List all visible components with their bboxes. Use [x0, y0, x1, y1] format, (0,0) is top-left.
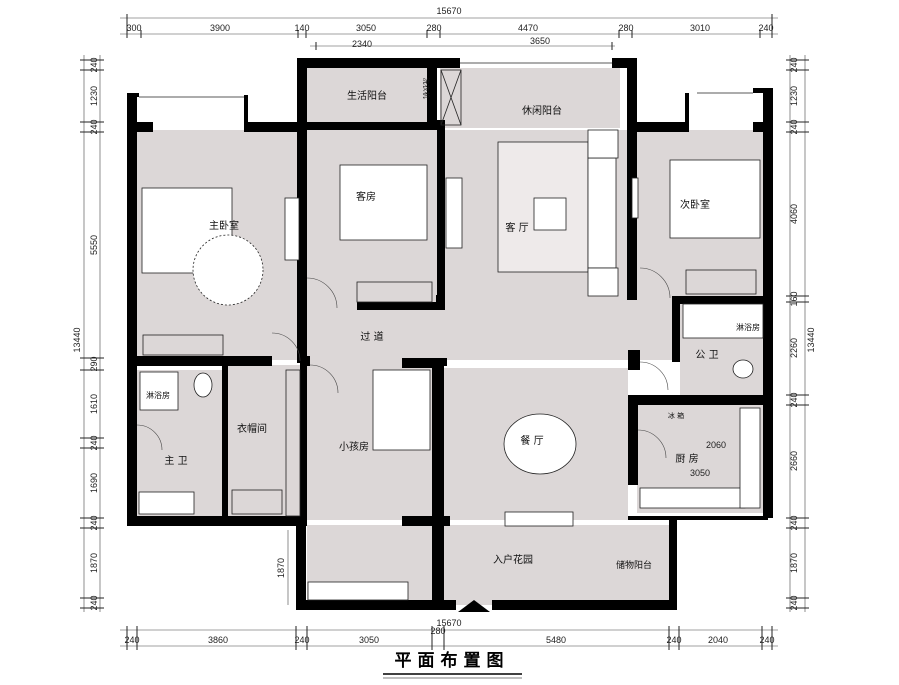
second-bed — [669, 159, 761, 239]
label-service-balcony: 生活阳台 — [347, 89, 387, 102]
dim-left-9: 240 — [89, 515, 99, 530]
dim-bottom-1: 240 — [124, 635, 139, 645]
label-storage-balcony: 储物阳台 — [616, 559, 652, 571]
dim-left-4: 5550 — [89, 235, 99, 255]
label-living-room: 客 厅 — [505, 221, 528, 234]
dim-kitchen-1: 2060 — [706, 440, 726, 450]
label-kids-room: 小孩房 — [339, 440, 369, 453]
dim-left-11: 240 — [89, 595, 99, 610]
dim-top-1: 300 — [126, 23, 141, 33]
windows-and-detail — [138, 62, 764, 601]
dim-bottom-total: 15670 — [436, 618, 461, 628]
dining-table — [503, 413, 577, 475]
dim-right-2: 1230 — [789, 86, 799, 106]
dim-top-4: 3050 — [356, 23, 376, 33]
label-shower-public: 淋浴房 — [736, 322, 760, 332]
dim-right-3: 240 — [789, 119, 799, 134]
label-entry-garden: 入户花园 — [493, 553, 533, 566]
door-swings — [136, 267, 671, 459]
dim-left-10: 1870 — [89, 553, 99, 573]
label-fridge: 冰 箱 — [668, 411, 684, 420]
dims-left: 13440 240 1230 240 5550 290 1610 240 169… — [72, 57, 286, 610]
dim-bottom-2: 3860 — [208, 635, 228, 645]
dim-top-5: 280 — [426, 23, 441, 33]
dim-right-9: 240 — [789, 515, 799, 530]
dim-top-6: 4470 — [518, 23, 538, 33]
dim-bottom-7: 240 — [666, 635, 681, 645]
dim-top-inner-2: 3650 — [530, 36, 550, 46]
dimension-lines — [83, 17, 806, 647]
dim-top-inner-1: 2340 — [352, 39, 372, 49]
dim-left-7: 240 — [89, 435, 99, 450]
sofa — [587, 157, 617, 269]
dim-left-1: 240 — [89, 57, 99, 72]
room-labels: 生活阳台 休闲阳台 主卧室 客房 客 厅 次卧室 过 道 淋浴房 主 卫 衣帽间… — [146, 78, 760, 572]
label-master-bedroom: 主卧室 — [209, 219, 239, 232]
dimension-ticks — [80, 14, 809, 650]
dim-left-total: 13440 — [72, 327, 82, 352]
label-kitchen: 厨 房 — [675, 452, 698, 465]
dim-bottom-6: 5480 — [546, 635, 566, 645]
dim-right-7: 240 — [789, 392, 799, 407]
dim-bottom-8: 2040 — [708, 635, 728, 645]
dim-left-8: 1690 — [89, 473, 99, 493]
dims-right: 13440 240 1230 240 4060 160 2260 240 266… — [789, 57, 816, 610]
label-master-bath: 主 卫 — [164, 455, 187, 467]
label-shower-master: 淋浴房 — [146, 390, 170, 400]
dim-left-3: 240 — [89, 119, 99, 134]
dim-top-7: 280 — [618, 23, 633, 33]
dim-top-8: 3010 — [690, 23, 710, 33]
label-second-bedroom: 次卧室 — [680, 198, 710, 211]
dims-bottom: 240 3860 240 3050 280 5480 240 2040 240 — [124, 626, 774, 645]
dim-bottom-4: 3050 — [359, 635, 379, 645]
dim-top-total: 15670 — [436, 6, 461, 16]
dim-right-1: 240 — [789, 57, 799, 72]
dim-top-2: 3900 — [210, 23, 230, 33]
dim-right-10: 1870 — [789, 553, 799, 573]
label-leisure-balcony: 休闲阳台 — [522, 104, 562, 117]
label-guest-room: 客房 — [356, 190, 376, 203]
dim-top-9: 240 — [758, 23, 773, 33]
guest-bed — [339, 164, 428, 241]
dim-right-6: 2260 — [789, 338, 799, 358]
dim-bottom-3: 240 — [294, 635, 309, 645]
label-dining-room: 餐 厅 — [520, 434, 543, 447]
dim-left-2: 1230 — [89, 86, 99, 106]
dim-kitchen-2: 3050 — [690, 468, 710, 478]
label-corridor: 过 道 — [360, 330, 383, 343]
label-washer: 洗衣机 — [422, 78, 431, 99]
label-cloakroom: 衣帽间 — [237, 422, 267, 435]
dim-right-5: 160 — [789, 291, 799, 306]
kids-bed — [372, 369, 431, 451]
drawing-title: 平面布置图 — [395, 650, 510, 671]
dim-inner-left: 1870 — [276, 558, 286, 578]
dim-bottom-9: 240 — [759, 635, 774, 645]
dim-left-5: 290 — [89, 356, 99, 371]
dim-right-4: 4060 — [789, 204, 799, 224]
dims-top: 300 3900 140 3050 280 4470 280 3010 240 … — [126, 23, 773, 49]
dim-right-total: 13440 — [806, 327, 816, 352]
dim-top-3: 140 — [294, 23, 309, 33]
entry-arrow-icon — [458, 600, 490, 612]
dim-bottom-5: 280 — [430, 626, 445, 636]
label-public-bath: 公 卫 — [695, 350, 718, 361]
dim-right-11: 240 — [789, 595, 799, 610]
dim-left-6: 1610 — [89, 394, 99, 414]
dim-right-8: 2660 — [789, 451, 799, 471]
